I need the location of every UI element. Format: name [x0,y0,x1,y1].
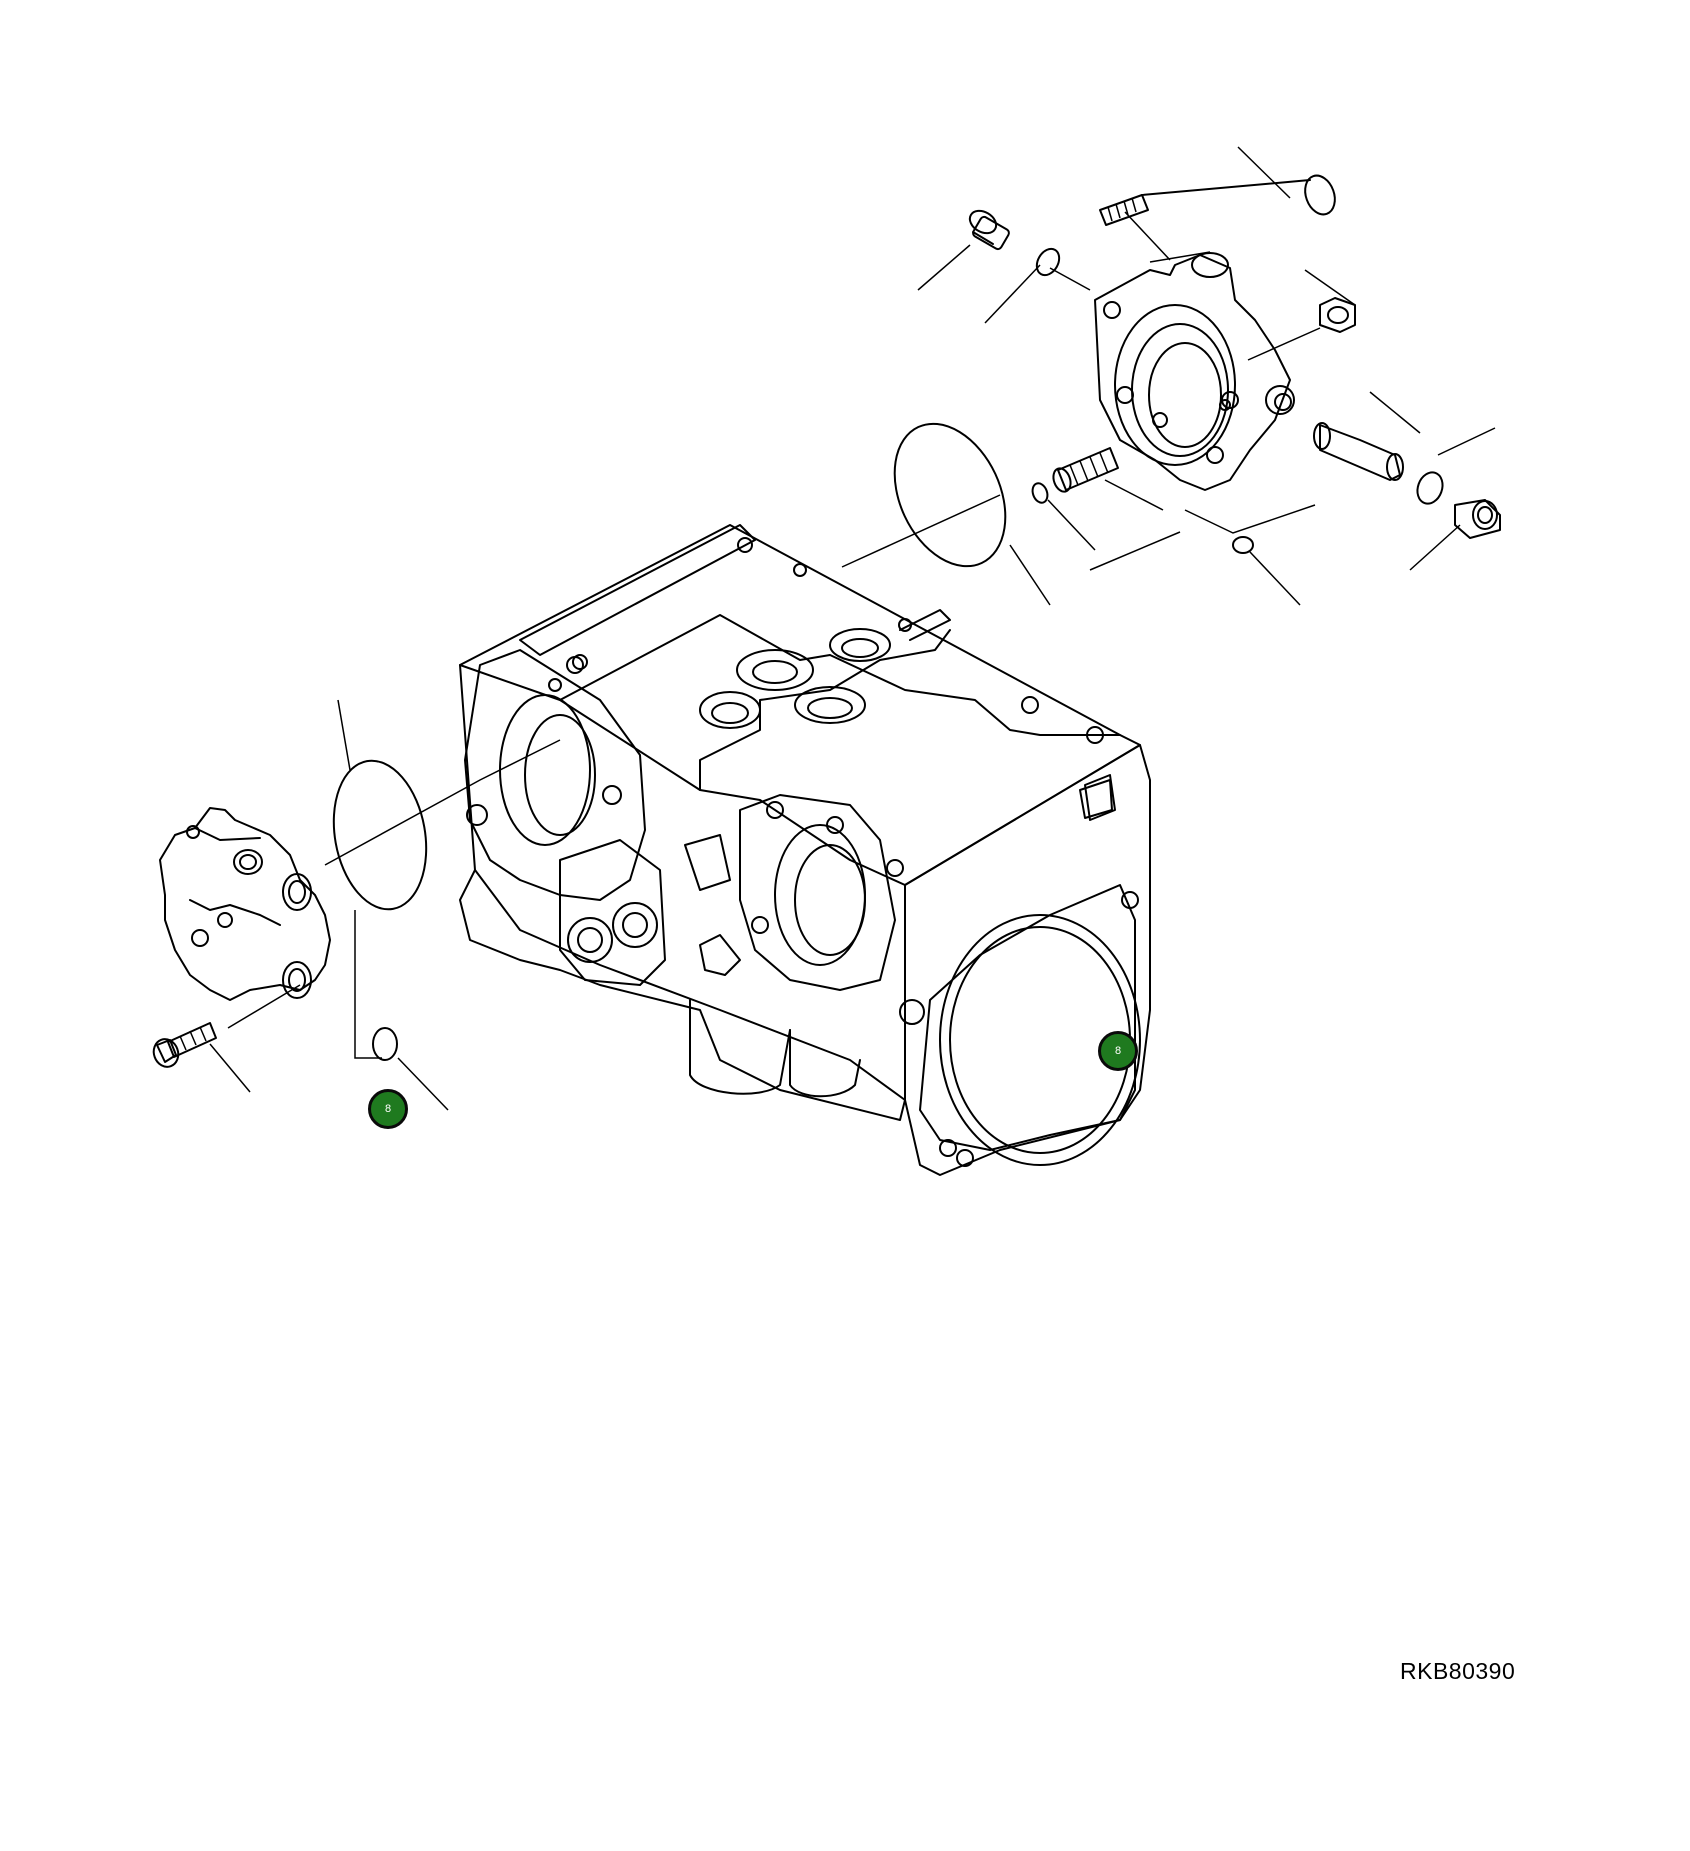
drawing-code: RKB80390 [1400,1658,1516,1684]
left-assembly [152,759,428,1068]
upper-right-assembly [893,174,1501,568]
pump-body [459,524,1151,1176]
callout-badge[interactable]: 8 [1098,1031,1138,1071]
leader-lines [209,146,1496,1111]
callout-badge[interactable]: 8 [368,1089,408,1129]
